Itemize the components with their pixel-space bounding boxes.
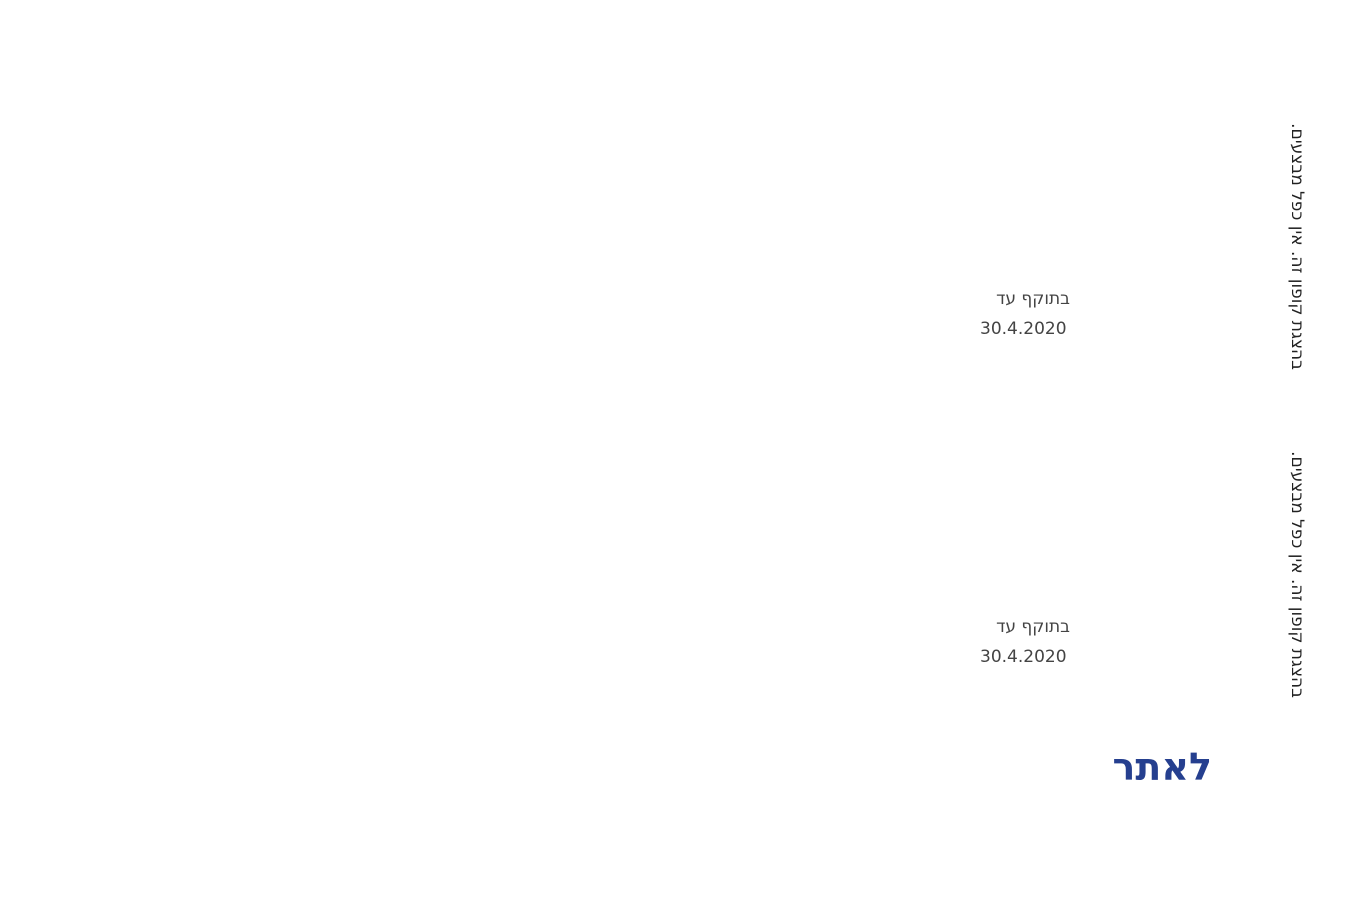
go-to-site-link[interactable]: לאתר <box>1112 745 1213 789</box>
coupon-note-1: בהצגת קופון זה. אין כפל מבצעים. <box>1287 123 1307 370</box>
coupon-note-2: בהצגת קופון זה. אין כפל מבצעים. <box>1287 451 1307 698</box>
validity-block-1: בתוקף עד 30.4.2020 <box>980 284 1080 344</box>
validity-label: בתוקף עד <box>996 617 1070 637</box>
validity-label: בתוקף עד <box>996 289 1070 309</box>
validity-date: 30.4.2020 <box>980 319 1067 339</box>
validity-block-2: בתוקף עד 30.4.2020 <box>980 612 1080 672</box>
validity-date: 30.4.2020 <box>980 647 1067 667</box>
